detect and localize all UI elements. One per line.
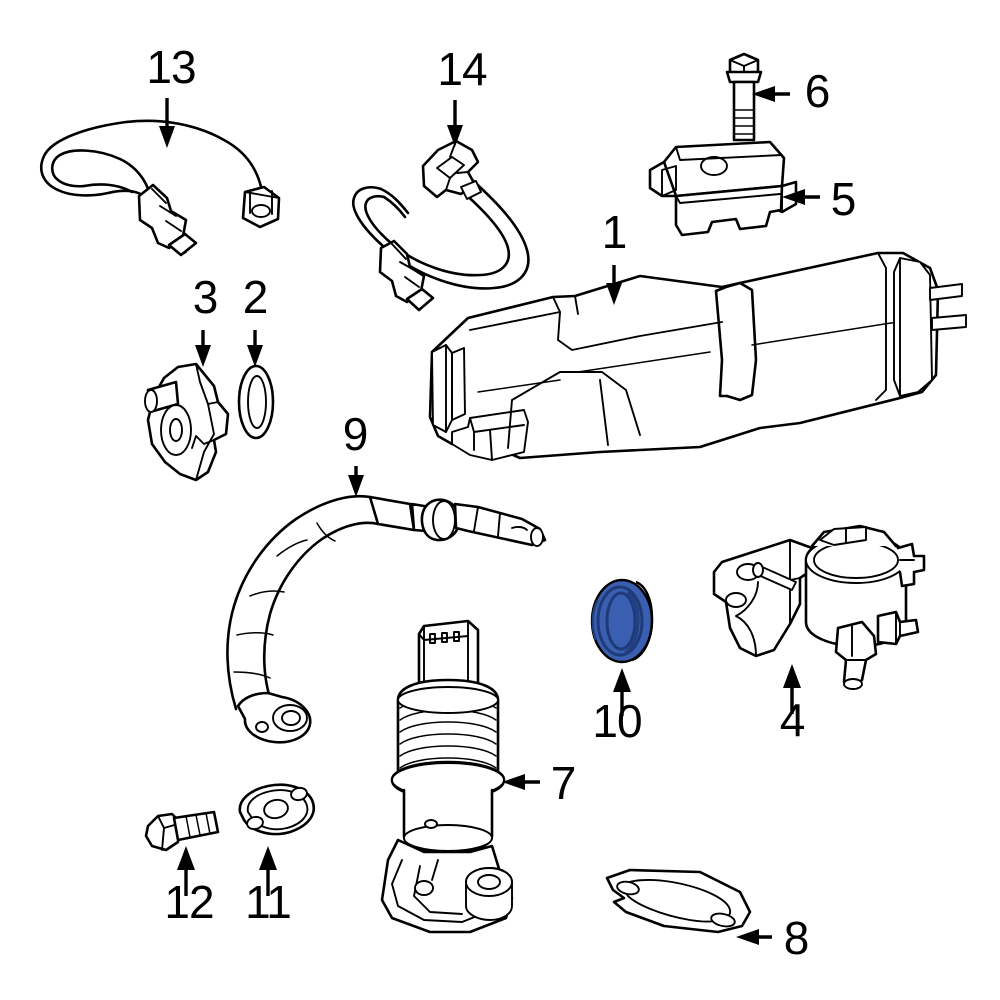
callout-number-11[interactable]: 11 [245, 876, 292, 928]
part-canister-mounting-bracket[interactable] [648, 140, 798, 237]
leader-6 [752, 86, 790, 102]
leader-11 [259, 846, 277, 896]
callout-number-8[interactable]: 8 [784, 912, 810, 964]
callout-number-1[interactable]: 1 [602, 206, 628, 258]
leader-9 [348, 466, 364, 497]
leader-3 [195, 330, 211, 367]
part-egr-tube[interactable] [226, 494, 547, 744]
part-egr-valve-gasket[interactable] [605, 868, 752, 934]
part-upstream-oxygen-sensor[interactable] [39, 119, 281, 257]
part-mounting-bolt[interactable] [725, 52, 763, 142]
callout-number-6[interactable]: 6 [805, 65, 831, 117]
part-egr-tube-seal[interactable] [590, 578, 654, 664]
leader-14 [447, 100, 463, 147]
leader-12 [177, 846, 195, 896]
part-egr-tube-gasket[interactable] [238, 783, 315, 836]
callout-number-5[interactable]: 5 [831, 173, 857, 225]
callout-number-14[interactable]: 14 [437, 43, 488, 95]
callout-number-2[interactable]: 2 [243, 271, 269, 323]
callout-number-4[interactable]: 4 [780, 694, 806, 746]
seal-highlight-arc [624, 590, 640, 655]
part-vapor-canister[interactable] [428, 251, 967, 461]
leader-5 [782, 189, 820, 205]
callout-number-13[interactable]: 13 [146, 41, 196, 93]
seal-inner-ring-2 [605, 591, 637, 651]
part-o-ring-seal[interactable] [237, 364, 275, 440]
part-leak-detection-pump[interactable] [144, 362, 230, 482]
part-purge-solenoid-valve[interactable] [712, 524, 926, 690]
leader-13 [159, 98, 175, 148]
part-egr-tube-bolt[interactable] [144, 810, 220, 852]
part-downstream-oxygen-sensor[interactable] [351, 139, 530, 312]
callout-number-7[interactable]: 7 [551, 757, 577, 809]
part-egr-valve[interactable] [380, 619, 514, 934]
leader-7 [502, 774, 540, 790]
callout-number-3[interactable]: 3 [193, 271, 219, 323]
callout-number-10[interactable]: 10 [592, 695, 642, 747]
seal-shade-arc [591, 599, 600, 641]
leader-4 [783, 664, 801, 714]
leader-2 [247, 330, 263, 367]
callout-number-12[interactable]: 12 [164, 876, 214, 928]
seal-inner-ring-1 [596, 585, 644, 657]
leader-8 [736, 929, 772, 945]
leader-10 [613, 668, 631, 716]
leader-1 [606, 265, 622, 305]
callout-number-9[interactable]: 9 [343, 408, 369, 460]
